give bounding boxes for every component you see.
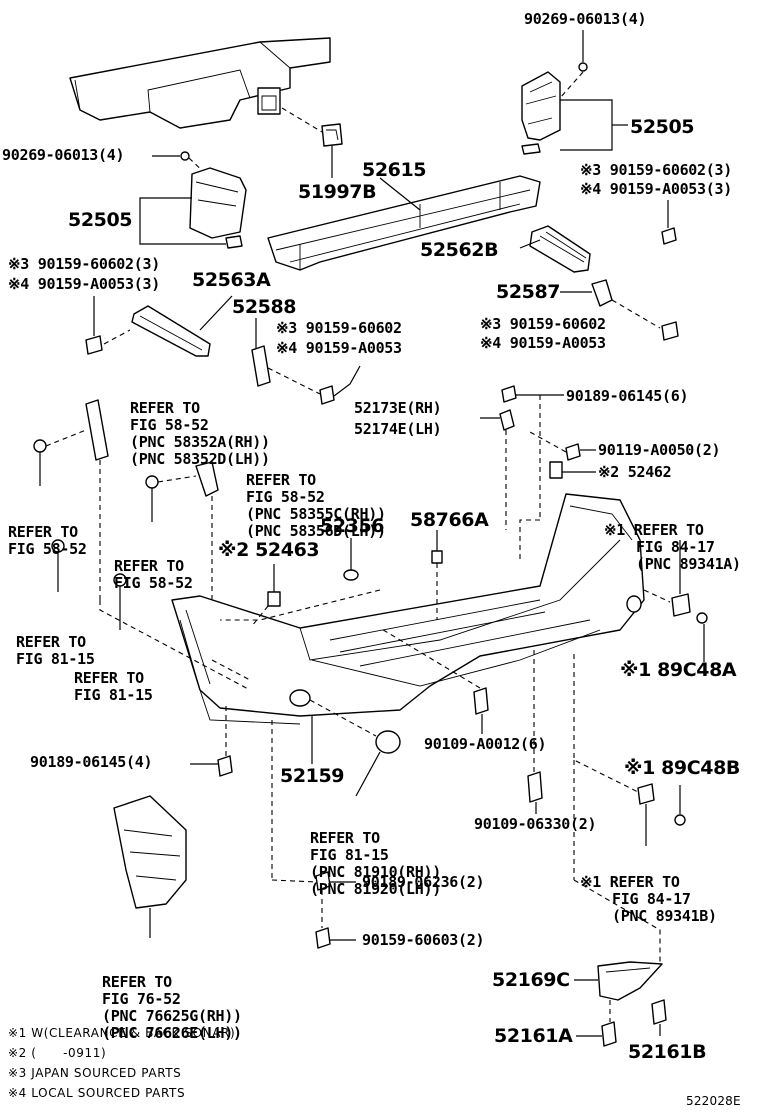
bracket-52562b xyxy=(519,225,591,273)
label-52505-right: 52505 xyxy=(630,116,695,138)
footnote-1: ※1 W(CLEARANCE & BACK SONAR) xyxy=(8,1026,236,1040)
label-52463: ※2 52463 xyxy=(218,539,320,561)
bolt-right-upper xyxy=(661,200,677,245)
label-90189-06236: 90189-06236(2) xyxy=(362,873,485,891)
label-90269-top: 90269-06013(4) xyxy=(524,10,647,28)
bolt-left-upper xyxy=(85,296,131,355)
reinforcement-52615 xyxy=(267,175,541,271)
label-m4-90159-a0053: ※4 90159-A0053 xyxy=(276,339,402,357)
side-brackets-left xyxy=(33,399,219,660)
footnote-2: ※2 ( -0911) xyxy=(8,1046,107,1060)
clips-lower xyxy=(271,720,356,949)
label-89c48a: ※1 89C48A xyxy=(620,659,737,681)
mudflap xyxy=(113,795,187,938)
label-52174e: 52174E(LH) xyxy=(354,420,442,438)
label-90109-a0012: 90109-A0012(6) xyxy=(424,735,547,753)
bracket-52587 xyxy=(560,279,679,341)
label-52161b: 52161B xyxy=(628,1041,707,1063)
small-pads xyxy=(251,461,563,627)
label-r3-90159-60602-3: ※3 90159-60602(3) xyxy=(580,161,732,179)
label-r4-90159-a0053-3: ※4 90159-A0053(3) xyxy=(580,180,732,198)
bracket-52169c xyxy=(573,760,667,1047)
label-90189-06145-6: 90189-06145(6) xyxy=(566,387,689,405)
label-90159-60603: 90159-60603(2) xyxy=(362,931,485,949)
label-52173e: 52173E(RH) xyxy=(354,399,442,417)
lower-bolts xyxy=(190,627,543,814)
label-52169c: 52169C xyxy=(492,969,570,991)
sonar-sensors xyxy=(573,540,708,846)
label-52587: 52587 xyxy=(496,281,561,303)
clips-81-15 xyxy=(51,539,127,630)
label-89c48b: ※1 89C48B xyxy=(624,757,741,779)
label-51997b: 51997B xyxy=(298,181,377,203)
label-90189-06145-4: 90189-06145(4) xyxy=(30,753,153,771)
label-52159: 52159 xyxy=(280,765,345,787)
label-52615: 52615 xyxy=(362,159,427,181)
fasteners-right xyxy=(480,385,596,530)
cover-52505-right xyxy=(521,30,628,155)
label-52588: 52588 xyxy=(232,296,297,318)
cover-52505-left xyxy=(139,151,247,249)
label-l3-90159-60602-3: ※3 90159-60602(3) xyxy=(8,255,160,273)
figure-id: 522028E xyxy=(686,1094,741,1108)
label-m3-90159-60602: ※3 90159-60602 xyxy=(276,319,402,337)
bumper-cover-52159 xyxy=(171,493,645,764)
label-52161a: 52161A xyxy=(494,1025,573,1047)
frame-rail xyxy=(69,37,331,129)
label-90109-06330: 90109-06330(2) xyxy=(474,815,597,833)
footnote-4: ※4 LOCAL SOURCED PARTS xyxy=(8,1086,186,1100)
label-90269-left: 90269-06013(4) xyxy=(2,146,125,164)
bracket-51997b xyxy=(281,107,343,178)
plug-81-15 xyxy=(309,699,401,797)
label-52505-left: 52505 xyxy=(68,209,133,231)
bracket-52588 xyxy=(251,318,361,405)
label-r3-90159-60602: ※3 90159-60602 xyxy=(480,315,606,333)
label-52563a: 52563A xyxy=(192,269,271,291)
label-52356: 52356 xyxy=(320,515,385,537)
label-58766a: 58766A xyxy=(410,509,489,531)
bracket-52563a xyxy=(131,295,233,357)
label-r4-90159-a0053: ※4 90159-A0053 xyxy=(480,334,606,352)
leader-lines xyxy=(99,519,540,691)
label-52462: ※2 52462 xyxy=(598,463,672,481)
label-90119-a0050: 90119-A0050(2) xyxy=(598,441,721,459)
label-l4-90159-a0053-3: ※4 90159-A0053(3) xyxy=(8,275,160,293)
footnote-3: ※3 JAPAN SOURCED PARTS xyxy=(8,1066,182,1080)
label-52562b: 52562B xyxy=(420,239,499,261)
